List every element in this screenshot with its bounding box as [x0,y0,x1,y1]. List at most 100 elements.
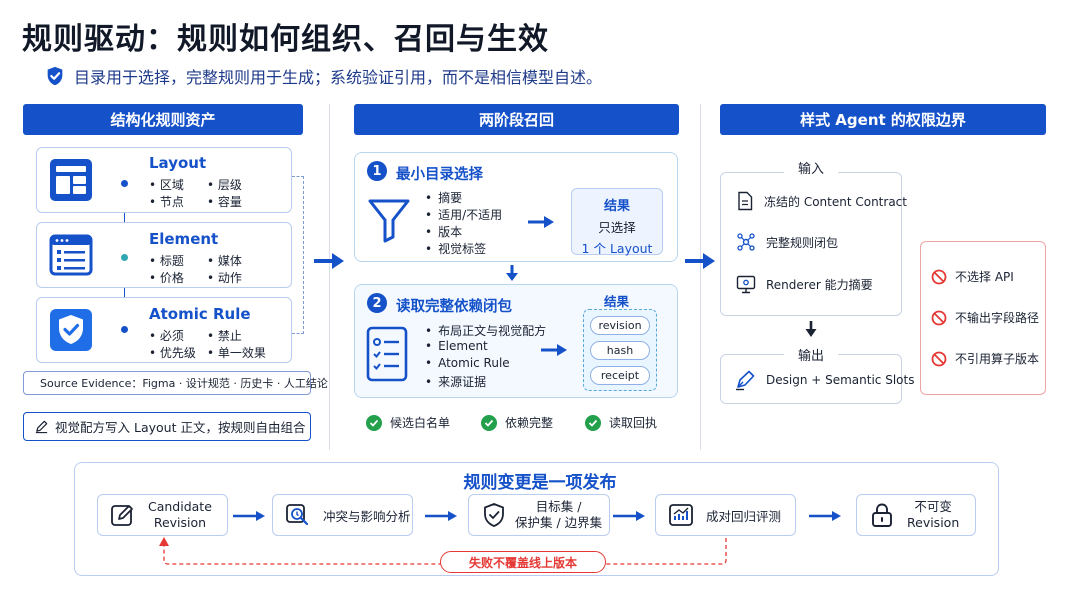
asset-element-name: Element [149,230,219,248]
input-item-text: 完整规则闭包 [766,235,839,250]
source-evidence-text: Source Evidence：Figma · 设计规范 · 历史卡 · 人工结… [40,377,328,390]
failure-note: 失败不覆盖线上版本 [440,551,606,573]
input-item: 完整规则闭包 [736,232,838,252]
check-label: 读取回执 [609,416,658,430]
forbidden-text: 不选择 API [955,270,1014,284]
stage1-title: 最小目录选择 [396,167,483,183]
flow-arrow [809,511,841,521]
stage1-bullet: 摘要 [425,189,462,206]
subtitle-text: 目录用于选择，完整规则用于生成；系统验证引用，而不是相信模型自述。 [74,68,603,87]
forbidden-text: 不输出字段路径 [955,311,1040,325]
asset-tag: • 必须 [149,329,184,343]
asset-tag: • 媒体 [207,254,242,268]
forbidden-box [920,241,1046,395]
flow-step-line1: 不可变 [914,499,952,514]
failure-loop-line [159,537,727,565]
flow-step-analysis: 冲突与影响分析 [272,494,413,536]
asset-tag: • 优先级 [149,346,196,360]
result-pill-revision: revision [590,316,650,335]
input-item-text: 冻结的 Content Contract [764,194,907,209]
check-icon [366,414,382,431]
check-receipt: 读取回执 [585,414,657,431]
stage2-bullet: 布局正文与视觉配方 [425,322,546,339]
flow-arrow [613,511,645,521]
flow-arrow [425,511,457,521]
asset-atomic-rule: Atomic Rule • 必须 • 禁止 • 优先级 • 单一效果 [36,297,292,363]
shield-icon [484,503,504,527]
arrow-col1-col2 [314,253,344,269]
input-item: 冻结的 Content Contract [736,191,907,211]
stage1-bullet: 版本 [425,223,462,240]
page-subtitle: 目录用于选择，完整规则用于生成；系统验证引用，而不是相信模型自述。 [44,64,602,88]
asset-tag: • 标题 [149,254,184,268]
asset-bracket [292,176,304,334]
flow-step-regression: 成对回归评测 [655,494,796,536]
stage1-result-title: 结果 [603,199,630,214]
stage2-title: 读取完整依赖闭包 [396,299,512,315]
flow-step-sets: 目标集 / 保护集 / 边界集 [468,494,610,536]
check-icon [585,414,601,431]
asset-layout: Layout • 区域 • 层级 • 节点 • 容量 [36,147,292,213]
asset-dot [121,326,128,333]
stage1-arrow [528,216,554,228]
asset-tag: • 区域 [149,178,184,192]
check-deps: 依赖完整 [481,414,553,431]
result-pill-hash: hash [590,341,650,360]
asset-tag: • 单一效果 [207,346,266,360]
edit-icon [111,505,133,526]
release-title: 规则变更是一项发布 [463,473,617,493]
network-icon [737,233,755,251]
source-evidence-pill: Source Evidence：Figma · 设计规范 · 历史卡 · 人工结… [23,371,328,395]
asset-tag: • 价格 [149,271,184,285]
layout-icon [50,159,92,201]
flow-step-line1: 目标集 / [535,499,582,514]
forbidden-item: 不选择 API [931,268,1014,285]
analyze-icon [286,504,309,526]
input-item-text: Renderer 能力摘要 [766,278,873,292]
flow-arrow [233,511,265,521]
check-whitelist: 候选白名单 [366,414,450,431]
document-icon [738,191,753,211]
ban-icon [931,351,947,366]
flow-step-line1: 成对回归评测 [706,508,782,524]
flow-step-line1: Candidate [148,499,212,514]
asset-tag: • 动作 [207,271,242,285]
stage1-bullet: 视觉标签 [425,240,486,257]
asset-element: Element • 标题 • 媒体 • 价格 • 动作 [36,222,292,288]
stage1-result-line1: 只选择 [598,220,636,235]
column-divider-2 [700,104,701,450]
funnel-icon [368,199,410,243]
shield-check-icon [47,66,63,86]
pen-icon [35,420,48,434]
output-item: Design + Semantic Slots [734,369,914,391]
layout-note-text: 视觉配方写入 Layout 正文，按规则自由组合 [55,420,306,435]
asset-tag: • 层级 [207,178,242,192]
asset-dot [121,180,128,187]
check-label: 候选白名单 [390,416,451,430]
stage-down-arrow [506,265,518,281]
lock-icon [872,503,892,527]
stage2-bullet: Element [425,339,488,353]
stage1-result-box: 结果 只选择 1 个 Layout [571,188,663,256]
asset-tag: • 禁止 [207,329,242,343]
asset-tag: • 节点 [149,195,184,209]
page-title: 规则驱动：规则如何组织、召回与生效 [22,22,549,57]
col1-header: 结构化规则资产 [23,104,303,135]
asset-layout-name: Layout [149,154,207,172]
stage2-bullet: 来源证据 [425,373,486,390]
stage2-arrow [541,344,567,356]
asset-dot [121,254,128,261]
input-item: Renderer 能力摘要 [736,275,873,294]
input-output-arrow [805,321,817,337]
flow-step-immutable: 不可变 Revision [856,494,976,536]
arrow-col2-col3 [685,253,715,269]
stage1-result-line2: 1 个 Layout [581,241,653,256]
col3-header: 样式 Agent 的权限边界 [720,104,1046,135]
element-icon [49,234,93,276]
stage2-result-title: 结果 [604,294,630,309]
forbidden-item: 不引用算子版本 [931,350,1039,367]
chart-icon [669,504,693,526]
check-icon [481,414,497,431]
stage2-number: 2 [367,293,387,313]
col2-header: 两阶段召回 [354,104,679,135]
